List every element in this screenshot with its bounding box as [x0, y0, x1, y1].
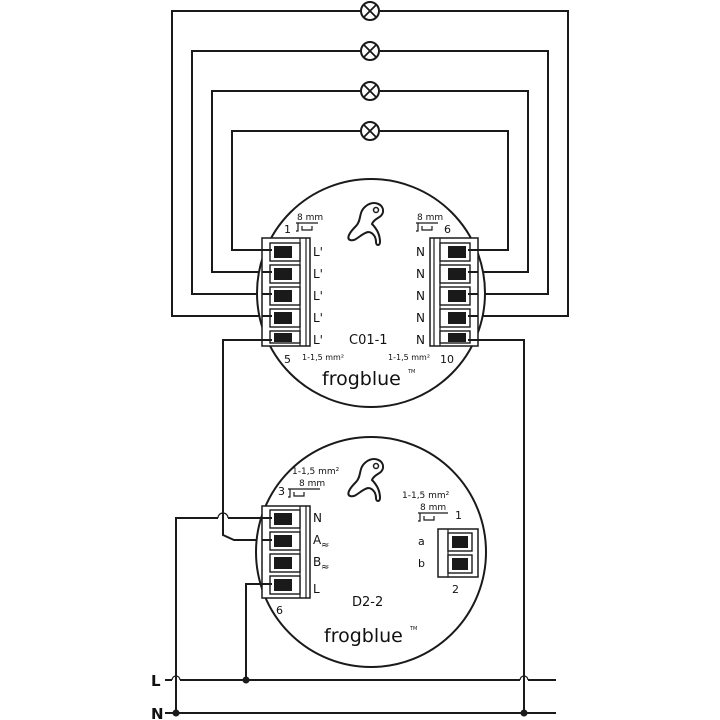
- frogblue-logo-icon: [347, 202, 385, 246]
- mains-l-label: L: [151, 672, 161, 690]
- lamp-wires: [171, 10, 569, 317]
- lamp-1-wire: [171, 10, 569, 317]
- d2-right-terminals: [447, 532, 473, 574]
- mains-n-label: N: [151, 705, 164, 720]
- co1-right-label: N: [416, 333, 425, 347]
- lamp-2-icon: [360, 41, 380, 61]
- frogblue-logo-icon: [347, 458, 385, 502]
- co1-right-terminals: [439, 242, 471, 344]
- d2-housing: [255, 436, 487, 668]
- d2-strip-length-left: 8 mm: [288, 479, 325, 498]
- d2-brand-tm: TM: [409, 626, 417, 632]
- d2-signal-mark: ≈: [321, 562, 329, 573]
- co1-pin-bottom-right: 10: [440, 353, 454, 366]
- lamp-1-icon: [360, 1, 380, 21]
- lamp-4-icon: [360, 121, 380, 141]
- d2-left-label: B: [313, 555, 321, 569]
- co1-pin-bottom-left: 5: [284, 353, 291, 366]
- junction-dot: [172, 709, 180, 717]
- co1-housing: [256, 178, 486, 408]
- co1-pin-top-left: 1: [284, 223, 291, 236]
- co1-right-label: N: [416, 245, 425, 259]
- co1-n-to-bus-wire: [470, 339, 525, 713]
- d2-pin-bottom-right: 2: [452, 583, 459, 596]
- d2-cross-section-left: 1-1,5 mm²: [292, 467, 340, 477]
- d2-pin-top-right: 1: [455, 509, 462, 522]
- d2-left-terminals: [269, 509, 301, 595]
- co1-strip-length-left: 8 mm: [296, 213, 323, 232]
- co1-left-label: L': [313, 333, 323, 347]
- co1-left-terminals: [269, 242, 301, 344]
- lamp-3-icon: [360, 81, 380, 101]
- d2-signal-mark: ≈: [321, 540, 329, 551]
- svg-text:8 mm: 8 mm: [299, 479, 325, 489]
- co1-right-label: N: [416, 267, 425, 281]
- co1-pin-top-right: 6: [444, 223, 451, 236]
- co1-right-label: N: [416, 289, 425, 303]
- d2-left-label: L: [313, 582, 320, 596]
- d2-left-label: N: [313, 511, 322, 525]
- lamp-2-wire: [191, 50, 549, 295]
- co1-model-label: C01-1: [349, 333, 388, 348]
- co1-right-label: N: [416, 311, 425, 325]
- junction-dot: [242, 676, 250, 684]
- d2-right-label: a: [418, 535, 425, 548]
- lamp-4-wire: [231, 130, 509, 251]
- co1-brand-label: frogblue: [322, 368, 401, 390]
- d2-brand-label: frogblue: [324, 625, 403, 647]
- d2-device: N A B L ≈ ≈ a b 8 mm 8 mm 1-1,5 mm² 1-1,…: [255, 436, 487, 668]
- co1-left-label: L': [313, 289, 323, 303]
- co1-l-to-d2-wire: [222, 339, 272, 541]
- svg-text:8 mm: 8 mm: [420, 503, 446, 513]
- d2-right-label: b: [418, 557, 425, 570]
- co1-cross-section-right: 1-1,5 mm²: [388, 353, 430, 362]
- co1-strip-length-right: 8 mm: [416, 213, 443, 232]
- co1-left-label: L': [313, 311, 323, 325]
- lamps: [360, 1, 380, 141]
- co1-left-label: L': [313, 267, 323, 281]
- d2-cross-section-right: 1-1,5 mm²: [402, 491, 450, 501]
- junction-dot: [520, 709, 528, 717]
- lamp-3-wire: [211, 90, 529, 273]
- d2-pin-top-left: 3: [278, 485, 285, 498]
- co1-cross-section-left: 1-1,5 mm²: [302, 353, 344, 362]
- co1-brand-tm: TM: [407, 369, 415, 375]
- svg-text:8 mm: 8 mm: [417, 213, 443, 223]
- co1-device: L' L' L' L' L' N N N N N 8 mm 8 mm 1 6 5…: [256, 178, 486, 408]
- d2-model-label: D2-2: [352, 595, 383, 610]
- co1-left-label: L': [313, 245, 323, 259]
- d2-left-label: A: [313, 533, 322, 547]
- d2-strip-length-right: 8 mm: [418, 503, 448, 522]
- d2-pin-bottom-left: 6: [276, 604, 283, 617]
- svg-text:8 mm: 8 mm: [297, 213, 323, 223]
